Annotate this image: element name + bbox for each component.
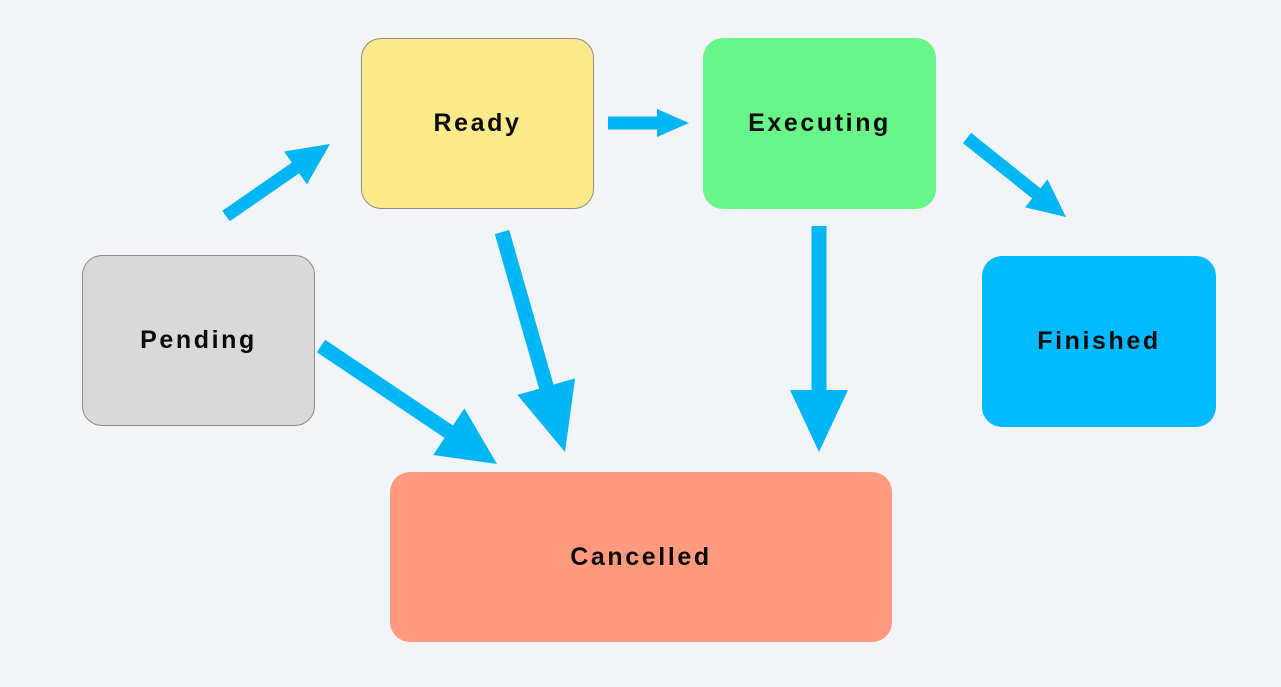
arrow-executing-to-cancelled <box>790 226 848 452</box>
state-label-executing: Executing <box>748 109 891 137</box>
state-node-ready: Ready <box>361 38 594 209</box>
state-node-pending: Pending <box>82 255 315 426</box>
state-label-cancelled: Cancelled <box>570 542 712 571</box>
state-label-ready: Ready <box>433 109 522 137</box>
state-node-cancelled: Cancelled <box>390 472 892 642</box>
state-node-finished: Finished <box>982 256 1216 427</box>
arrow-executing-to-finished <box>962 132 1066 217</box>
state-label-pending: Pending <box>140 326 257 354</box>
arrow-pending-to-cancelled <box>316 339 497 464</box>
arrow-ready-to-executing <box>608 109 689 137</box>
arrow-ready-to-cancelled <box>494 229 576 452</box>
state-label-finished: Finished <box>1037 327 1161 355</box>
state-node-executing: Executing <box>703 38 936 209</box>
arrow-pending-to-ready <box>222 144 330 222</box>
